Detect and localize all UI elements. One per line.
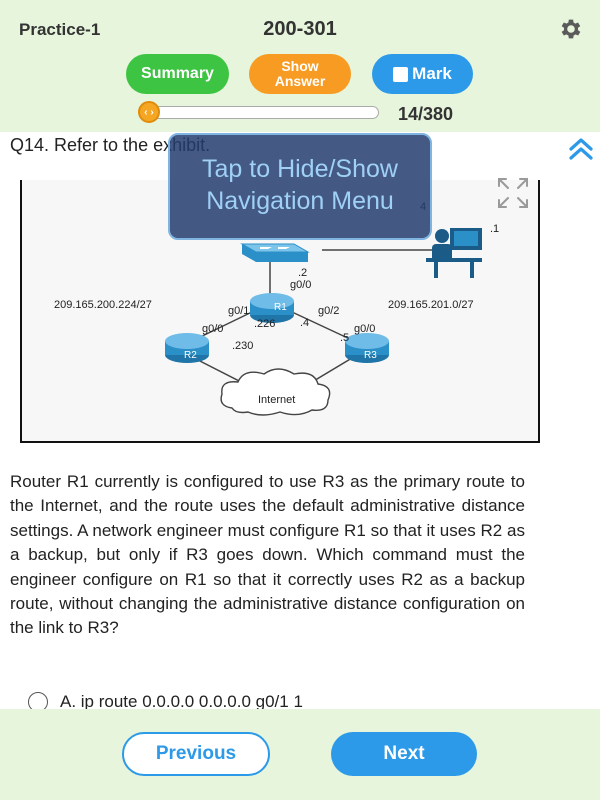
overlay-line2: Navigation Menu	[206, 187, 394, 215]
r1-up-address: .2	[298, 267, 307, 279]
r1-left-interface: g0/1	[228, 305, 249, 317]
r2-interface: g0/0	[202, 323, 223, 335]
exam-code: 200-301	[263, 18, 337, 40]
navigation-menu-toggle[interactable]: Tap to Hide/Show Navigation Menu	[168, 133, 432, 240]
subnet-left-label: 209.165.200.224/27	[54, 299, 152, 311]
summary-button[interactable]: Summary	[126, 54, 229, 94]
r1-label: R1	[274, 302, 287, 313]
next-button[interactable]: Next	[331, 732, 477, 776]
r1-right-address: .4	[300, 317, 309, 329]
workstation-icon	[426, 228, 482, 278]
question-title: Q14. Refer to the exhibit.	[10, 135, 211, 155]
switch-icon	[240, 243, 310, 262]
question-body: Router R1 currently is configured to use…	[10, 472, 525, 638]
network-diagram: 209.165.200.224/27 209.165.201.0/27 4 .1…	[54, 201, 499, 416]
practice-label: Practice-1	[19, 20, 101, 39]
r1-left-address: .226	[254, 318, 275, 330]
router-r2-icon	[165, 333, 209, 363]
show-answer-button[interactable]: Show Answer	[249, 54, 351, 94]
show-answer-label-line1: Show	[281, 58, 319, 74]
r2-label: R2	[184, 350, 197, 361]
internet-cloud-icon	[220, 368, 331, 416]
r3-label: R3	[364, 350, 377, 361]
answer-option-a[interactable]: A. ip route 0.0.0.0 0.0.0.0 g0/1 1	[28, 692, 303, 712]
progress-bar[interactable]	[146, 106, 379, 119]
r2-address: .230	[232, 340, 253, 352]
mark-button[interactable]: Mark	[372, 54, 473, 94]
link-r1-r2	[193, 311, 253, 341]
internet-label: Internet	[258, 394, 295, 406]
r3-address: .5	[340, 332, 349, 344]
progress-slider-handle[interactable]: ‹ ›	[138, 101, 160, 123]
exhibit-frame: 209.165.200.224/27 209.165.201.0/27 4 .1…	[20, 180, 540, 443]
host-address-label: .1	[490, 223, 499, 235]
gear-icon[interactable]	[558, 16, 584, 42]
expand-arrows-icon[interactable]	[496, 176, 530, 210]
r3-interface: g0/0	[354, 323, 375, 335]
double-chevron-up-icon[interactable]	[568, 136, 594, 162]
r1-right-interface: g0/2	[318, 305, 339, 317]
mark-checkbox[interactable]	[393, 66, 409, 82]
r1-up-interface: g0/0	[290, 279, 311, 291]
show-answer-label-line2: Answer	[274, 73, 326, 89]
previous-button[interactable]: Previous	[122, 732, 270, 776]
subnet-right-label: 209.165.201.0/27	[388, 299, 474, 311]
overlay-line1: Tap to Hide/Show	[202, 155, 398, 183]
footer-bar	[0, 709, 600, 800]
option-a-label: A. ip route 0.0.0.0 0.0.0.0 g0/1 1	[60, 692, 303, 711]
router-r3-icon	[345, 333, 389, 363]
progress-count: 14/380	[398, 104, 454, 124]
exhibit-diagram: 209.165.200.224/27 209.165.201.0/27 4 .1…	[10, 180, 540, 443]
link-r1-r3	[291, 311, 353, 341]
router-r1-icon	[250, 293, 294, 323]
mark-label: Mark	[412, 64, 452, 83]
